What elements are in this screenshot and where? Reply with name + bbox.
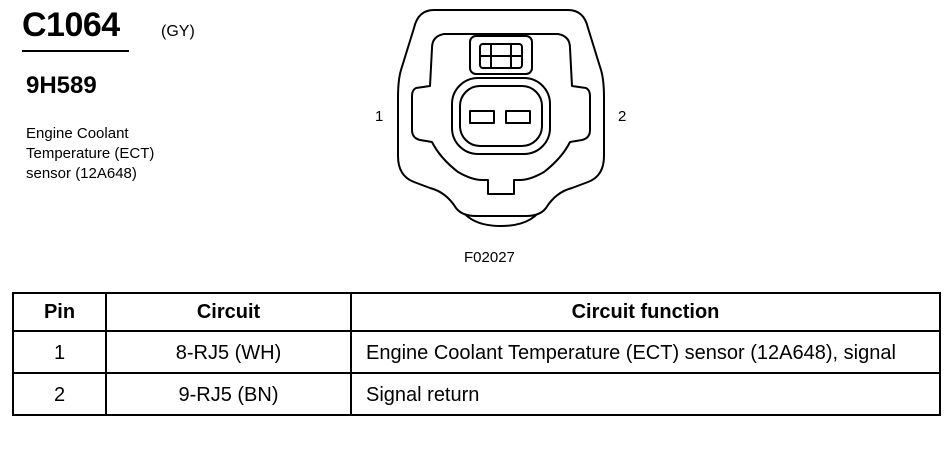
connector-face-drawing — [397, 9, 605, 227]
header-pin: Pin — [12, 292, 107, 332]
pin-2-slot — [505, 110, 531, 124]
circuit-cell: 8-RJ5 (WH) — [105, 330, 352, 374]
pin-1-label: 1 — [375, 108, 384, 125]
connector-id: C1064 — [22, 6, 120, 44]
component-description: Engine Coolant Temperature (ECT) sensor … — [26, 124, 226, 184]
pinout-table: Pin Circuit Circuit function 1 8-RJ5 (WH… — [12, 292, 941, 416]
pin-1-slot — [469, 110, 495, 124]
description-line: Temperature (ECT) — [26, 145, 155, 162]
pin-2-label: 2 — [618, 108, 627, 125]
table-row: 2 9-RJ5 (BN) Signal return — [12, 372, 941, 416]
pin-cell: 1 — [12, 330, 107, 374]
part-number: 9H589 — [26, 72, 97, 99]
terminal-housing-inner — [459, 85, 543, 147]
circuit-cell: 9-RJ5 (BN) — [105, 372, 352, 416]
function-cell: Engine Coolant Temperature (ECT) sensor … — [350, 330, 941, 374]
description-line: sensor (12A648) — [26, 165, 137, 182]
function-cell: Signal return — [350, 372, 941, 416]
description-line: Engine Coolant — [26, 125, 129, 142]
title-underline — [22, 50, 129, 52]
pin-cell: 2 — [12, 372, 107, 416]
connector-color: (GY) — [161, 23, 195, 40]
table-header-row: Pin Circuit Circuit function — [12, 292, 941, 332]
figure-code: F02027 — [464, 249, 515, 266]
header-circuit: Circuit — [105, 292, 352, 332]
table-row: 1 8-RJ5 (WH) Engine Coolant Temperature … — [12, 330, 941, 374]
header-circuit-function: Circuit function — [350, 292, 941, 332]
